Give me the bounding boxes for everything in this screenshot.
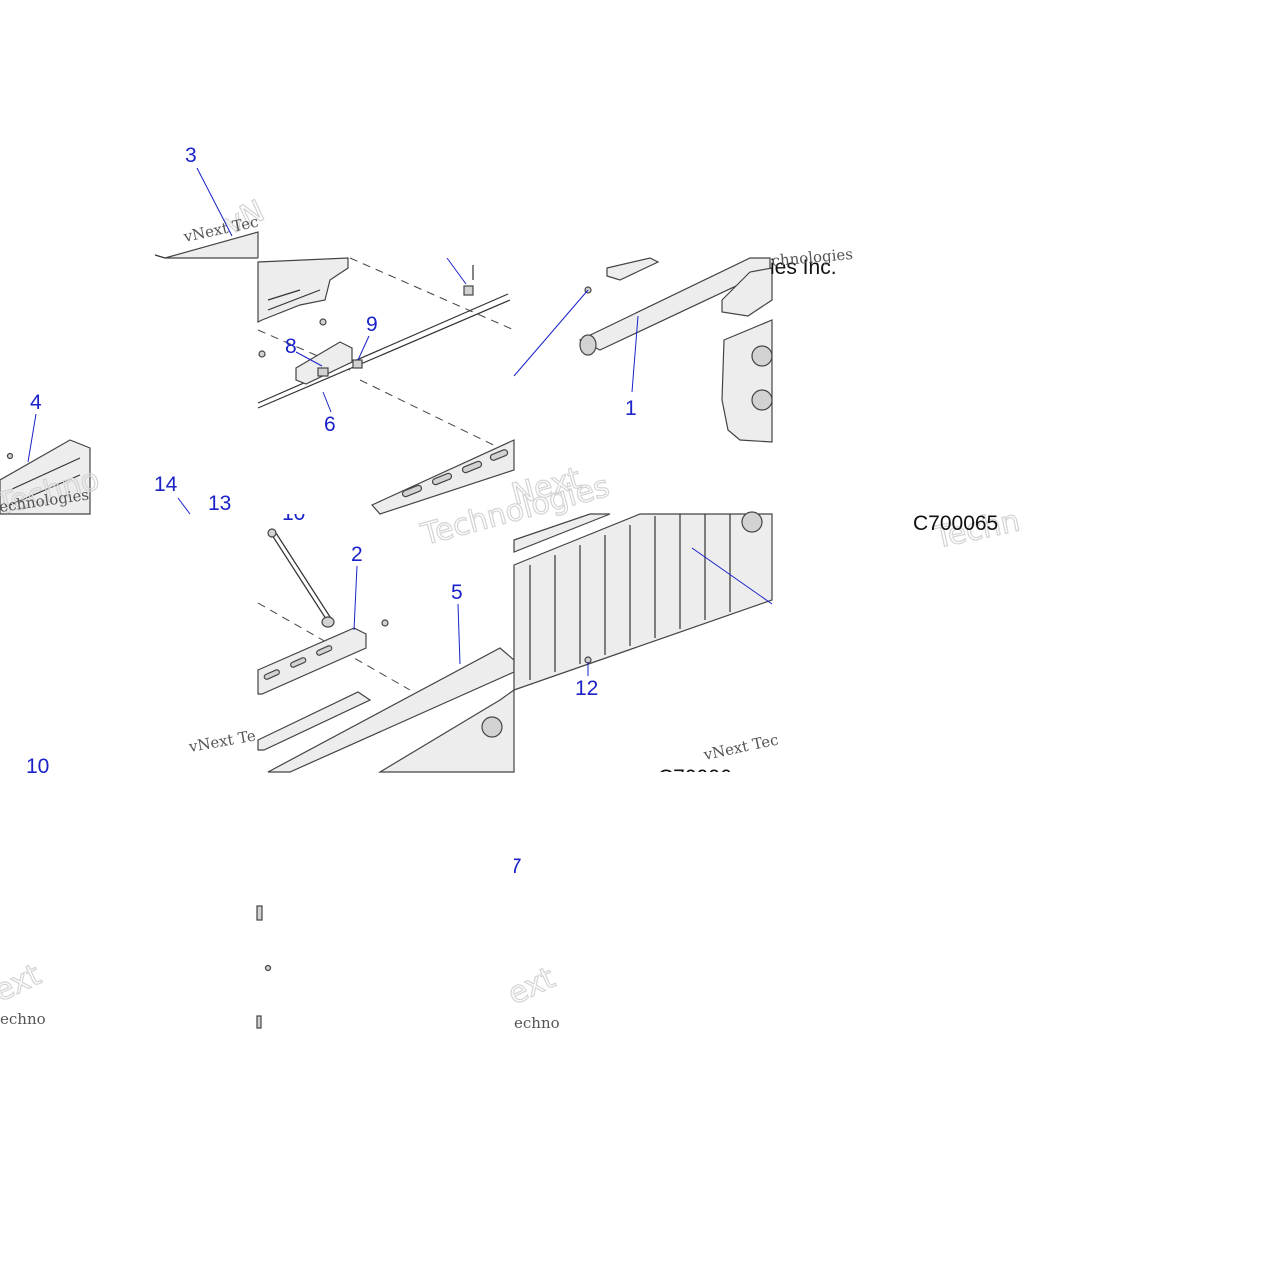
- tile-lower-fragments: [256, 905, 272, 1029]
- panel-rib: [9, 474, 81, 506]
- tube-rail-part: [578, 257, 771, 351]
- leader-line-2: [353, 565, 358, 631]
- callout-2: 2: [351, 543, 363, 566]
- dashed-guide: [257, 329, 351, 371]
- support-cable-part: [275, 532, 333, 621]
- callout-9: 9: [366, 313, 378, 336]
- leader-line-4: [27, 413, 37, 463]
- watermark-echno-2: echno: [514, 1014, 560, 1032]
- slotted-bracket-part: [257, 627, 367, 695]
- tile-mask: [640, 772, 810, 792]
- callout-13: 13: [208, 492, 231, 515]
- callout-12: 12: [575, 677, 598, 700]
- panel-hole: [741, 511, 763, 533]
- rail-slots: [401, 449, 509, 498]
- callout-5: 5: [451, 581, 463, 604]
- leader-line: [513, 289, 589, 377]
- cable-rod: [257, 299, 511, 409]
- bed-rail-part: [164, 231, 259, 259]
- tile-middle: [257, 528, 515, 773]
- support-cable-part: [271, 534, 329, 623]
- fastener-part: [463, 285, 474, 296]
- side-panel-part: [721, 319, 773, 443]
- cable-rod: [257, 293, 509, 404]
- panel-hole: [481, 716, 503, 738]
- leader-line-6: [322, 391, 332, 413]
- watermark-ext-2: ext: [503, 960, 561, 1012]
- latch-bracket-part: [295, 341, 353, 385]
- cable-eyelet: [267, 528, 277, 538]
- leader-line-5: [457, 603, 461, 665]
- watermark-ies-inc: ies Inc.: [770, 256, 837, 279]
- drawing-code: C700065: [913, 512, 998, 535]
- bolt-head: [319, 318, 327, 326]
- corner-cap-part: [721, 267, 773, 317]
- part-edge: [154, 254, 166, 259]
- tailgate-ribs: [529, 514, 731, 680]
- tile-mask: [505, 850, 514, 880]
- watermark-vnext-tec-2: vNext Tec: [701, 731, 780, 765]
- dashed-guide: [349, 257, 515, 331]
- nut-part: [352, 359, 363, 369]
- tile-upper-right: [513, 257, 773, 443]
- leader-line-1: [631, 315, 639, 393]
- leader-line: [691, 547, 773, 605]
- watermark-vnext-te: vNext Te: [187, 726, 258, 756]
- callout-6: 6: [324, 413, 336, 436]
- tile-center-right: [513, 511, 773, 691]
- tile-upper-middle: [257, 257, 515, 515]
- end-cap-part: [606, 257, 660, 281]
- fragment-part: [256, 905, 263, 921]
- bed-corner-part: [0, 439, 91, 515]
- tailgate-top-rail: [513, 513, 611, 553]
- watermark-echno: echno: [0, 1010, 46, 1028]
- tube-rail-part: [257, 691, 372, 751]
- bracket-slots: [263, 645, 333, 680]
- latch-nut: [317, 367, 329, 377]
- tube-end-cap: [579, 334, 597, 356]
- callout-7: 7: [510, 855, 522, 878]
- panel-hole: [751, 345, 773, 367]
- screw-head: [6, 452, 14, 460]
- tile-top-left: [154, 231, 259, 259]
- panel-hole: [751, 389, 773, 411]
- callout-8: 8: [285, 335, 297, 358]
- callout-3: 3: [185, 144, 197, 167]
- panel-rib: [267, 289, 321, 311]
- screw-head: [264, 964, 272, 972]
- leader-line-14: [177, 497, 191, 515]
- panel-rib: [9, 457, 81, 491]
- dashed-guide: [359, 379, 515, 456]
- callout-14: 14: [154, 473, 178, 496]
- callout-4: 4: [30, 391, 42, 414]
- bolt-head: [381, 619, 389, 627]
- bolt-head: [258, 350, 266, 358]
- callout-10: 10: [26, 755, 49, 778]
- watermark-ext: ext: [0, 957, 47, 1009]
- tile-left: [0, 413, 191, 515]
- leader-line-9: [357, 335, 370, 361]
- tailgate-panel-part: [513, 513, 773, 691]
- fragment-part: [256, 1015, 262, 1029]
- cable-end: [321, 616, 335, 628]
- callout-1: 1: [625, 397, 637, 420]
- watermark-chnologies: chnologies: [771, 245, 854, 270]
- leader-line-3: [196, 167, 233, 237]
- tile-mask: [270, 500, 310, 514]
- bed-panel-part: [257, 257, 349, 323]
- leader-line: [446, 257, 467, 285]
- panel-rib: [267, 289, 301, 301]
- leader-line-8: [295, 351, 323, 367]
